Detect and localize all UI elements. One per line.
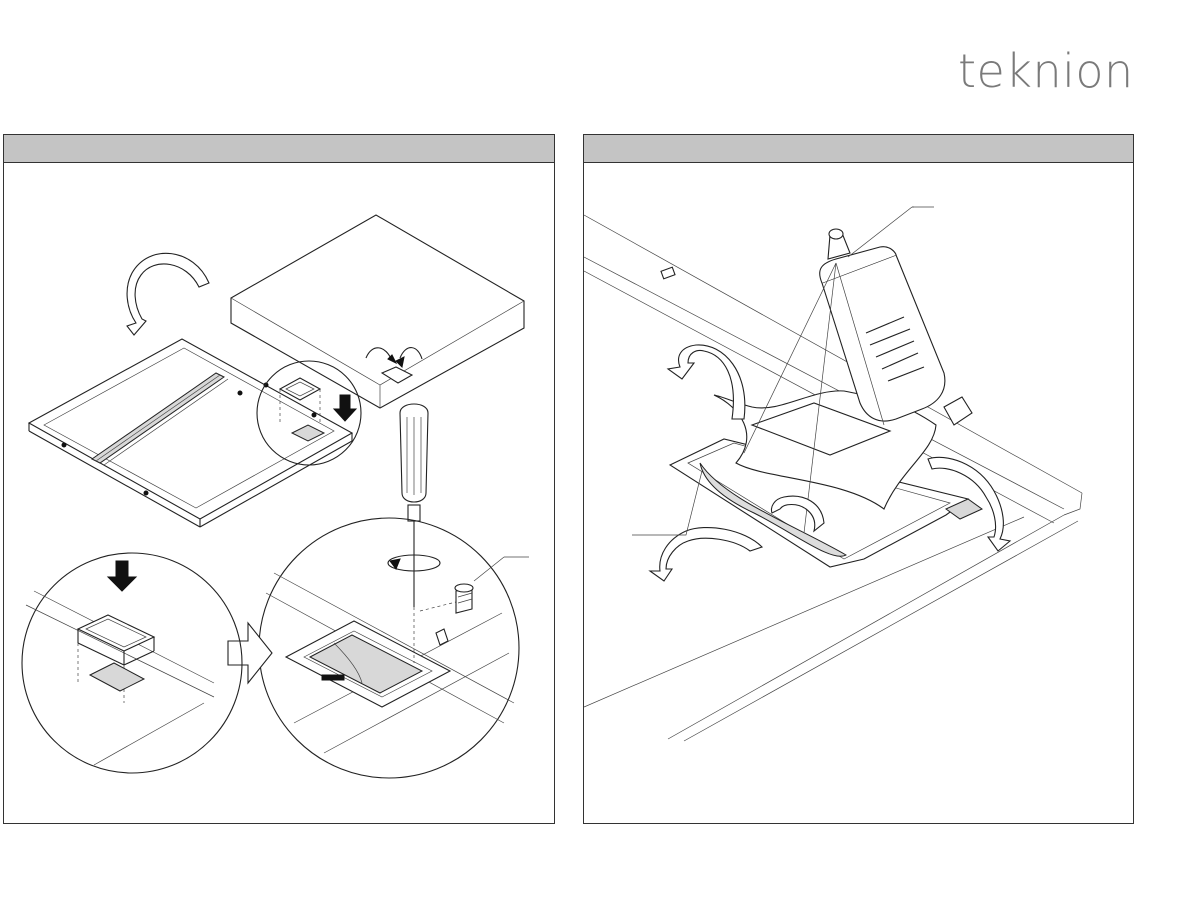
fold-arrow-icon bbox=[668, 345, 745, 419]
cover-plate bbox=[231, 215, 524, 408]
panel-header-left bbox=[4, 135, 554, 163]
teknion-logo: teknion bbox=[958, 48, 1134, 94]
instruction-panel-left bbox=[3, 134, 555, 824]
screwdriver-icon bbox=[388, 404, 440, 607]
assembly-drawing-left bbox=[4, 163, 554, 823]
panel-header-right bbox=[584, 135, 1133, 163]
next-step-arrow-icon bbox=[228, 623, 272, 683]
illustration-left bbox=[4, 163, 554, 823]
illustration-right bbox=[584, 163, 1133, 823]
grommet-opening bbox=[670, 391, 982, 567]
rotate-arrow-icon bbox=[127, 253, 209, 335]
detail-circle-3 bbox=[259, 518, 529, 778]
instruction-panel-right bbox=[583, 134, 1134, 824]
assembly-drawing-right bbox=[584, 163, 1133, 823]
detail-circle-2 bbox=[22, 553, 242, 773]
callout-leader bbox=[632, 471, 702, 535]
